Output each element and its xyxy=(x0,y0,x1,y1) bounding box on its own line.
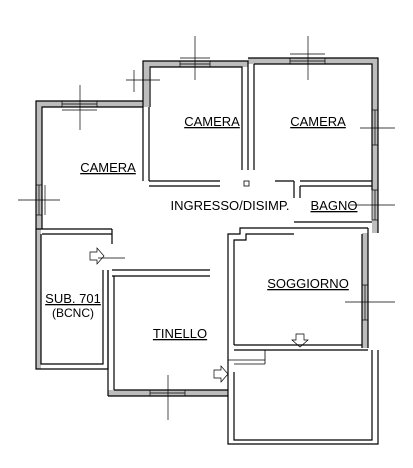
label-sub-701: SUB. 701 xyxy=(45,291,101,306)
label-camera-top-right: CAMERA xyxy=(290,114,346,129)
section-markers xyxy=(18,36,395,420)
label-camera-left: CAMERA xyxy=(80,160,136,175)
entrance-arrow-icon xyxy=(89,247,309,383)
room-labels: CAMERA CAMERA CAMERA INGRESSO/DISIMP. BA… xyxy=(45,114,357,341)
windows xyxy=(35,57,379,397)
label-tinello: TINELLO xyxy=(153,326,207,341)
label-camera-top-middle: CAMERA xyxy=(184,114,240,129)
label-ingresso: INGRESSO/DISIMP. xyxy=(171,198,290,213)
label-bcnc: (BCNC) xyxy=(52,306,94,320)
label-bagno: BAGNO xyxy=(311,198,358,213)
label-soggiorno: SOGGIORNO xyxy=(267,276,349,291)
